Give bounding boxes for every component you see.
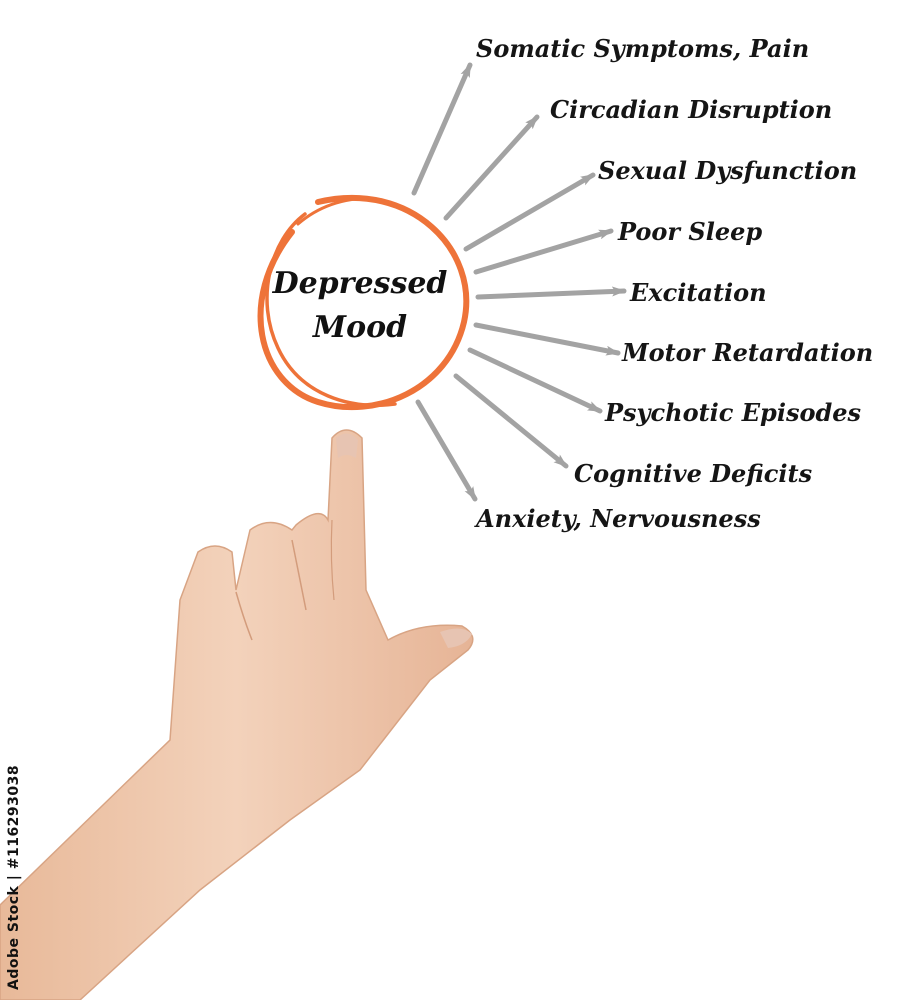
arrow-6 [473,322,621,356]
branch-label-excitation: Excitation [630,278,767,307]
arrow-4 [473,228,614,275]
arrows [411,62,627,502]
branch-label-somatic-symptoms: Somatic Symptoms, Pain [476,34,810,63]
arrow-1 [411,62,473,196]
center-label: Depressed Mood [250,262,470,350]
arrow-5 [475,286,627,300]
arrow-9 [415,399,478,502]
center-circle [257,194,470,411]
hand-illustration [0,429,474,1000]
branch-label-poor-sleep: Poor Sleep [618,217,763,246]
branch-label-circadian-disruption: Circadian Disruption [550,95,833,124]
arrow-7 [467,347,603,414]
arrow-3 [463,172,596,252]
branch-label-anxiety-nervousness: Anxiety, Nervousness [476,504,761,533]
branch-label-motor-retardation: Motor Retardation [622,338,874,367]
center-label-line-2: Mood [312,310,408,345]
stock-watermark-id: Adobe Stock | #116293038 [6,764,22,990]
branch-label-psychotic-episodes: Psychotic Episodes [605,398,862,427]
center-label-line-1: Depressed [272,266,448,301]
arrow-8 [453,373,569,469]
branch-label-sexual-dysfunction: Sexual Dysfunction [598,156,858,185]
branch-label-cognitive-deficits: Cognitive Deficits [574,459,813,488]
arrow-2 [443,114,540,221]
